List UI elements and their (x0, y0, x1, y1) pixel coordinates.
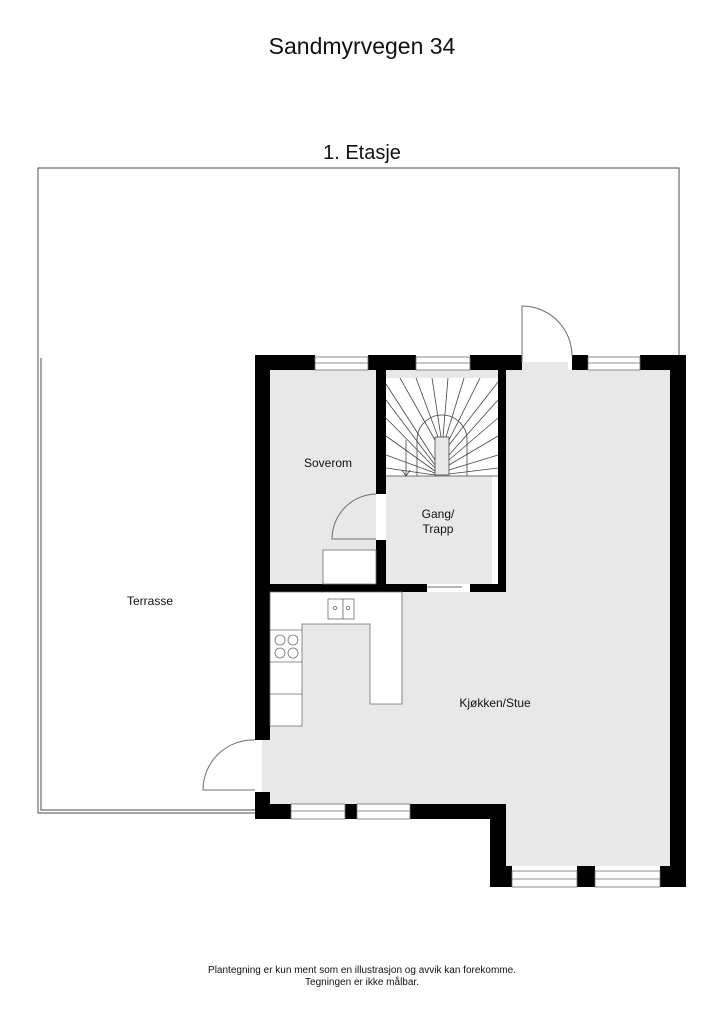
stove-icon (274, 634, 299, 659)
room-label-terrasse: Terrasse (126, 594, 173, 608)
plan-title: Sandmyrvegen 34 (268, 33, 456, 59)
floor-label: 1. Etasje (323, 142, 401, 164)
bedroom-door-icon (331, 493, 377, 540)
terrace-outline (37, 167, 680, 814)
disclaimer-line1: Plantegning er kun ment som en illustras… (208, 965, 516, 976)
gang-label-line1: Gang/ (421, 507, 455, 521)
walls (255, 355, 686, 887)
disclaimer-line2: Tegningen er ikke målbar. (305, 977, 419, 988)
staircase-lines (385, 377, 499, 477)
entrance-door-icon (521, 305, 573, 362)
closet (322, 549, 377, 585)
windows (290, 356, 661, 888)
sink-icon (327, 598, 355, 620)
room-label-soverom: Soverom (303, 456, 353, 470)
room-label-kjokken: Kjøkken/Stue (459, 696, 531, 710)
room-label-gang: Gang/ Trapp (388, 507, 488, 537)
disclaimer: Plantegning er kun ment som en illustras… (0, 965, 724, 989)
doors (202, 305, 573, 791)
terrace-door-icon (202, 739, 256, 791)
gang-label-line2: Trapp (422, 522, 454, 536)
